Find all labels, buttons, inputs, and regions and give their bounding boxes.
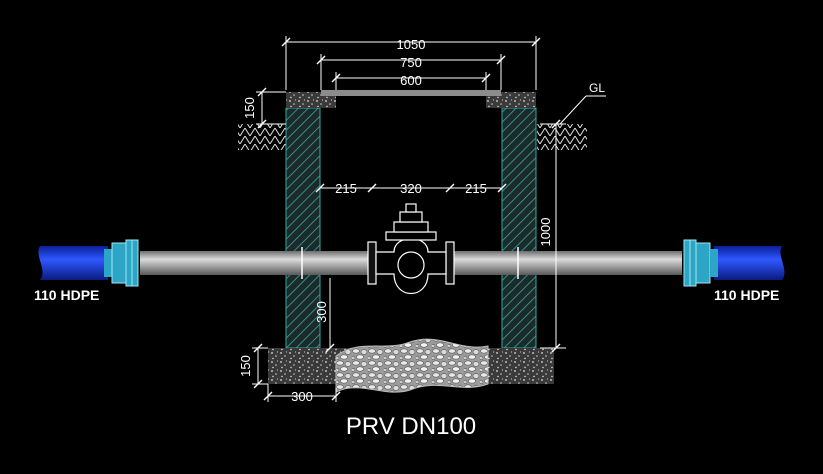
prv-valve bbox=[367, 203, 455, 295]
gravel-bed bbox=[335, 338, 489, 393]
dimension-lines bbox=[252, 36, 606, 402]
cover-plate bbox=[321, 90, 501, 96]
dim-valve-length: 320 bbox=[400, 181, 422, 196]
dim-left-gap: 215 bbox=[335, 181, 357, 196]
flange-adapter-left bbox=[104, 239, 139, 287]
soil-left bbox=[238, 124, 286, 150]
dim-footing-width: 300 bbox=[291, 389, 313, 404]
ground-level-label: GL bbox=[589, 81, 605, 95]
left-wall bbox=[285, 107, 321, 349]
drawing-title: PRV DN100 bbox=[346, 413, 476, 440]
pipe-label-left: 110 HDPE bbox=[34, 287, 99, 303]
pipe-right-hdpe bbox=[714, 246, 785, 280]
pipe-label-right: 110 HDPE bbox=[714, 287, 779, 303]
dim-cover-thickness: 150 bbox=[242, 97, 257, 119]
dim-chamber-depth: 1000 bbox=[538, 218, 553, 247]
right-wall bbox=[501, 107, 537, 349]
dim-inner-width: 750 bbox=[400, 55, 422, 70]
pipe-left-steel bbox=[140, 251, 368, 275]
dim-cover-opening: 600 bbox=[400, 73, 422, 88]
dim-base-thickness: 150 bbox=[238, 355, 253, 377]
dim-overall-width: 1050 bbox=[397, 37, 426, 52]
pipe-right-steel bbox=[454, 251, 682, 275]
dim-pipe-height: 300 bbox=[314, 301, 329, 323]
pipe-left-hdpe bbox=[38, 246, 108, 280]
soil-right bbox=[537, 124, 587, 150]
dim-right-gap: 215 bbox=[465, 181, 487, 196]
flange-adapter-right bbox=[683, 239, 718, 287]
